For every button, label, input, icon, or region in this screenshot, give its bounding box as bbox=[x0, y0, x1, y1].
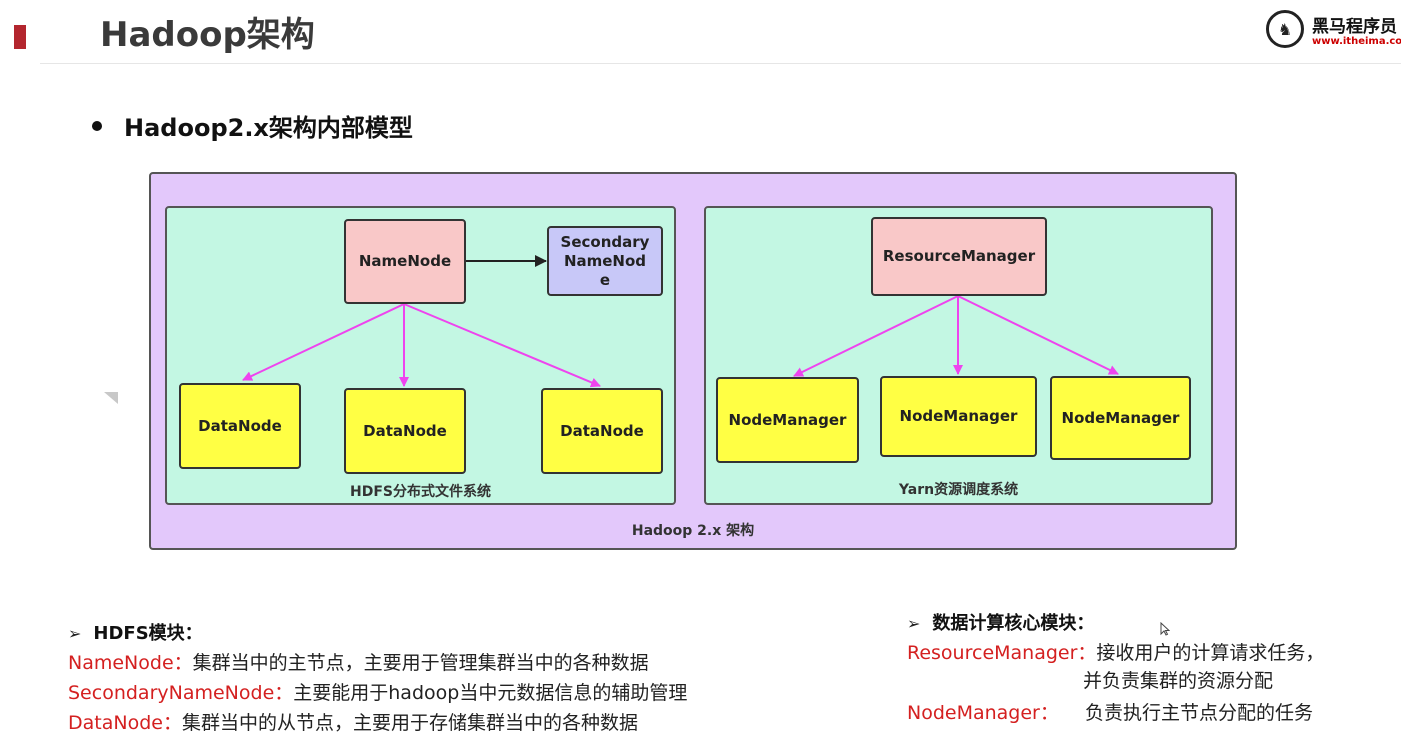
subtitle-text: Hadoop2.x架构内部模型 bbox=[124, 114, 413, 142]
arrow-rm-to-nodemanager-3 bbox=[957, 295, 1119, 375]
secondary-line-2: NameNod bbox=[563, 251, 647, 270]
compute-item-resourcemanager-cont: 并负责集群的资源分配 bbox=[1083, 670, 1274, 692]
yarn-panel-label: Yarn资源调度系统 bbox=[898, 482, 1019, 498]
hdfs-panel-label: HDFS分布式文件系统 bbox=[350, 484, 491, 500]
namenode-box: NameNode bbox=[344, 219, 466, 304]
secondary-line-3: e bbox=[599, 270, 611, 289]
page-title: Hadoop架构 bbox=[100, 15, 315, 55]
arrow-bullet-icon: ➢ bbox=[907, 614, 921, 633]
arrow-bullet-icon: ➢ bbox=[68, 624, 82, 643]
horse-logo-icon: ♞ bbox=[1266, 10, 1304, 48]
hdfs-item-secondarynamenode: SecondaryNameNode：主要能用于hadoop当中元数据信息的辅助管… bbox=[68, 682, 688, 704]
compute-item-resourcemanager: ResourceManager：接收用户的计算请求任务， bbox=[907, 642, 1325, 664]
accent-bar bbox=[14, 25, 26, 49]
nodemanager-box-1: NodeManager bbox=[716, 377, 859, 463]
compute-item-nodemanager: NodeManager：负责执行主节点分配的任务 bbox=[907, 702, 1314, 724]
hdfs-item-datanode: DataNode：集群当中的从节点，主要用于存储集群当中的各种数据 bbox=[68, 712, 638, 734]
compute-section-title: ➢数据计算核心模块： bbox=[907, 613, 1095, 634]
logo-text: 黑马程序员 bbox=[1312, 17, 1397, 37]
nodemanager-box-3: NodeManager bbox=[1050, 376, 1191, 460]
section-subtitle: Hadoop2.x架构内部模型 bbox=[92, 108, 413, 143]
nodemanager-box-2: NodeManager bbox=[880, 376, 1037, 457]
bullet-dot-icon bbox=[92, 121, 102, 131]
arrow-rm-to-nodemanager-1 bbox=[793, 295, 959, 377]
logo-url: www.itheima.com bbox=[1312, 36, 1401, 47]
hdfs-section-title: ➢HDFS模块： bbox=[68, 623, 203, 644]
brand-logo: ♞ 黑马程序员 www.itheima.com bbox=[1266, 8, 1401, 54]
arrow-namenode-to-datanode-1 bbox=[242, 303, 405, 381]
mouse-cursor-icon bbox=[1160, 622, 1170, 636]
secondary-namenode-box: Secondary NameNod e bbox=[547, 226, 663, 296]
resourcemanager-box: ResourceManager bbox=[871, 217, 1047, 296]
datanode-box-3: DataNode bbox=[541, 388, 663, 474]
hdfs-item-namenode: NameNode：集群当中的主节点，主要用于管理集群当中的各种数据 bbox=[68, 652, 649, 674]
arrow-namenode-to-datanode-3 bbox=[403, 303, 601, 388]
secondary-line-1: Secondary bbox=[560, 232, 650, 251]
header-divider bbox=[40, 63, 1401, 64]
architecture-label: Hadoop 2.x 架构 bbox=[631, 523, 755, 539]
datanode-box-1: DataNode bbox=[179, 383, 301, 469]
datanode-box-2: DataNode bbox=[344, 388, 466, 474]
slide-nav-triangle-icon bbox=[104, 392, 118, 404]
